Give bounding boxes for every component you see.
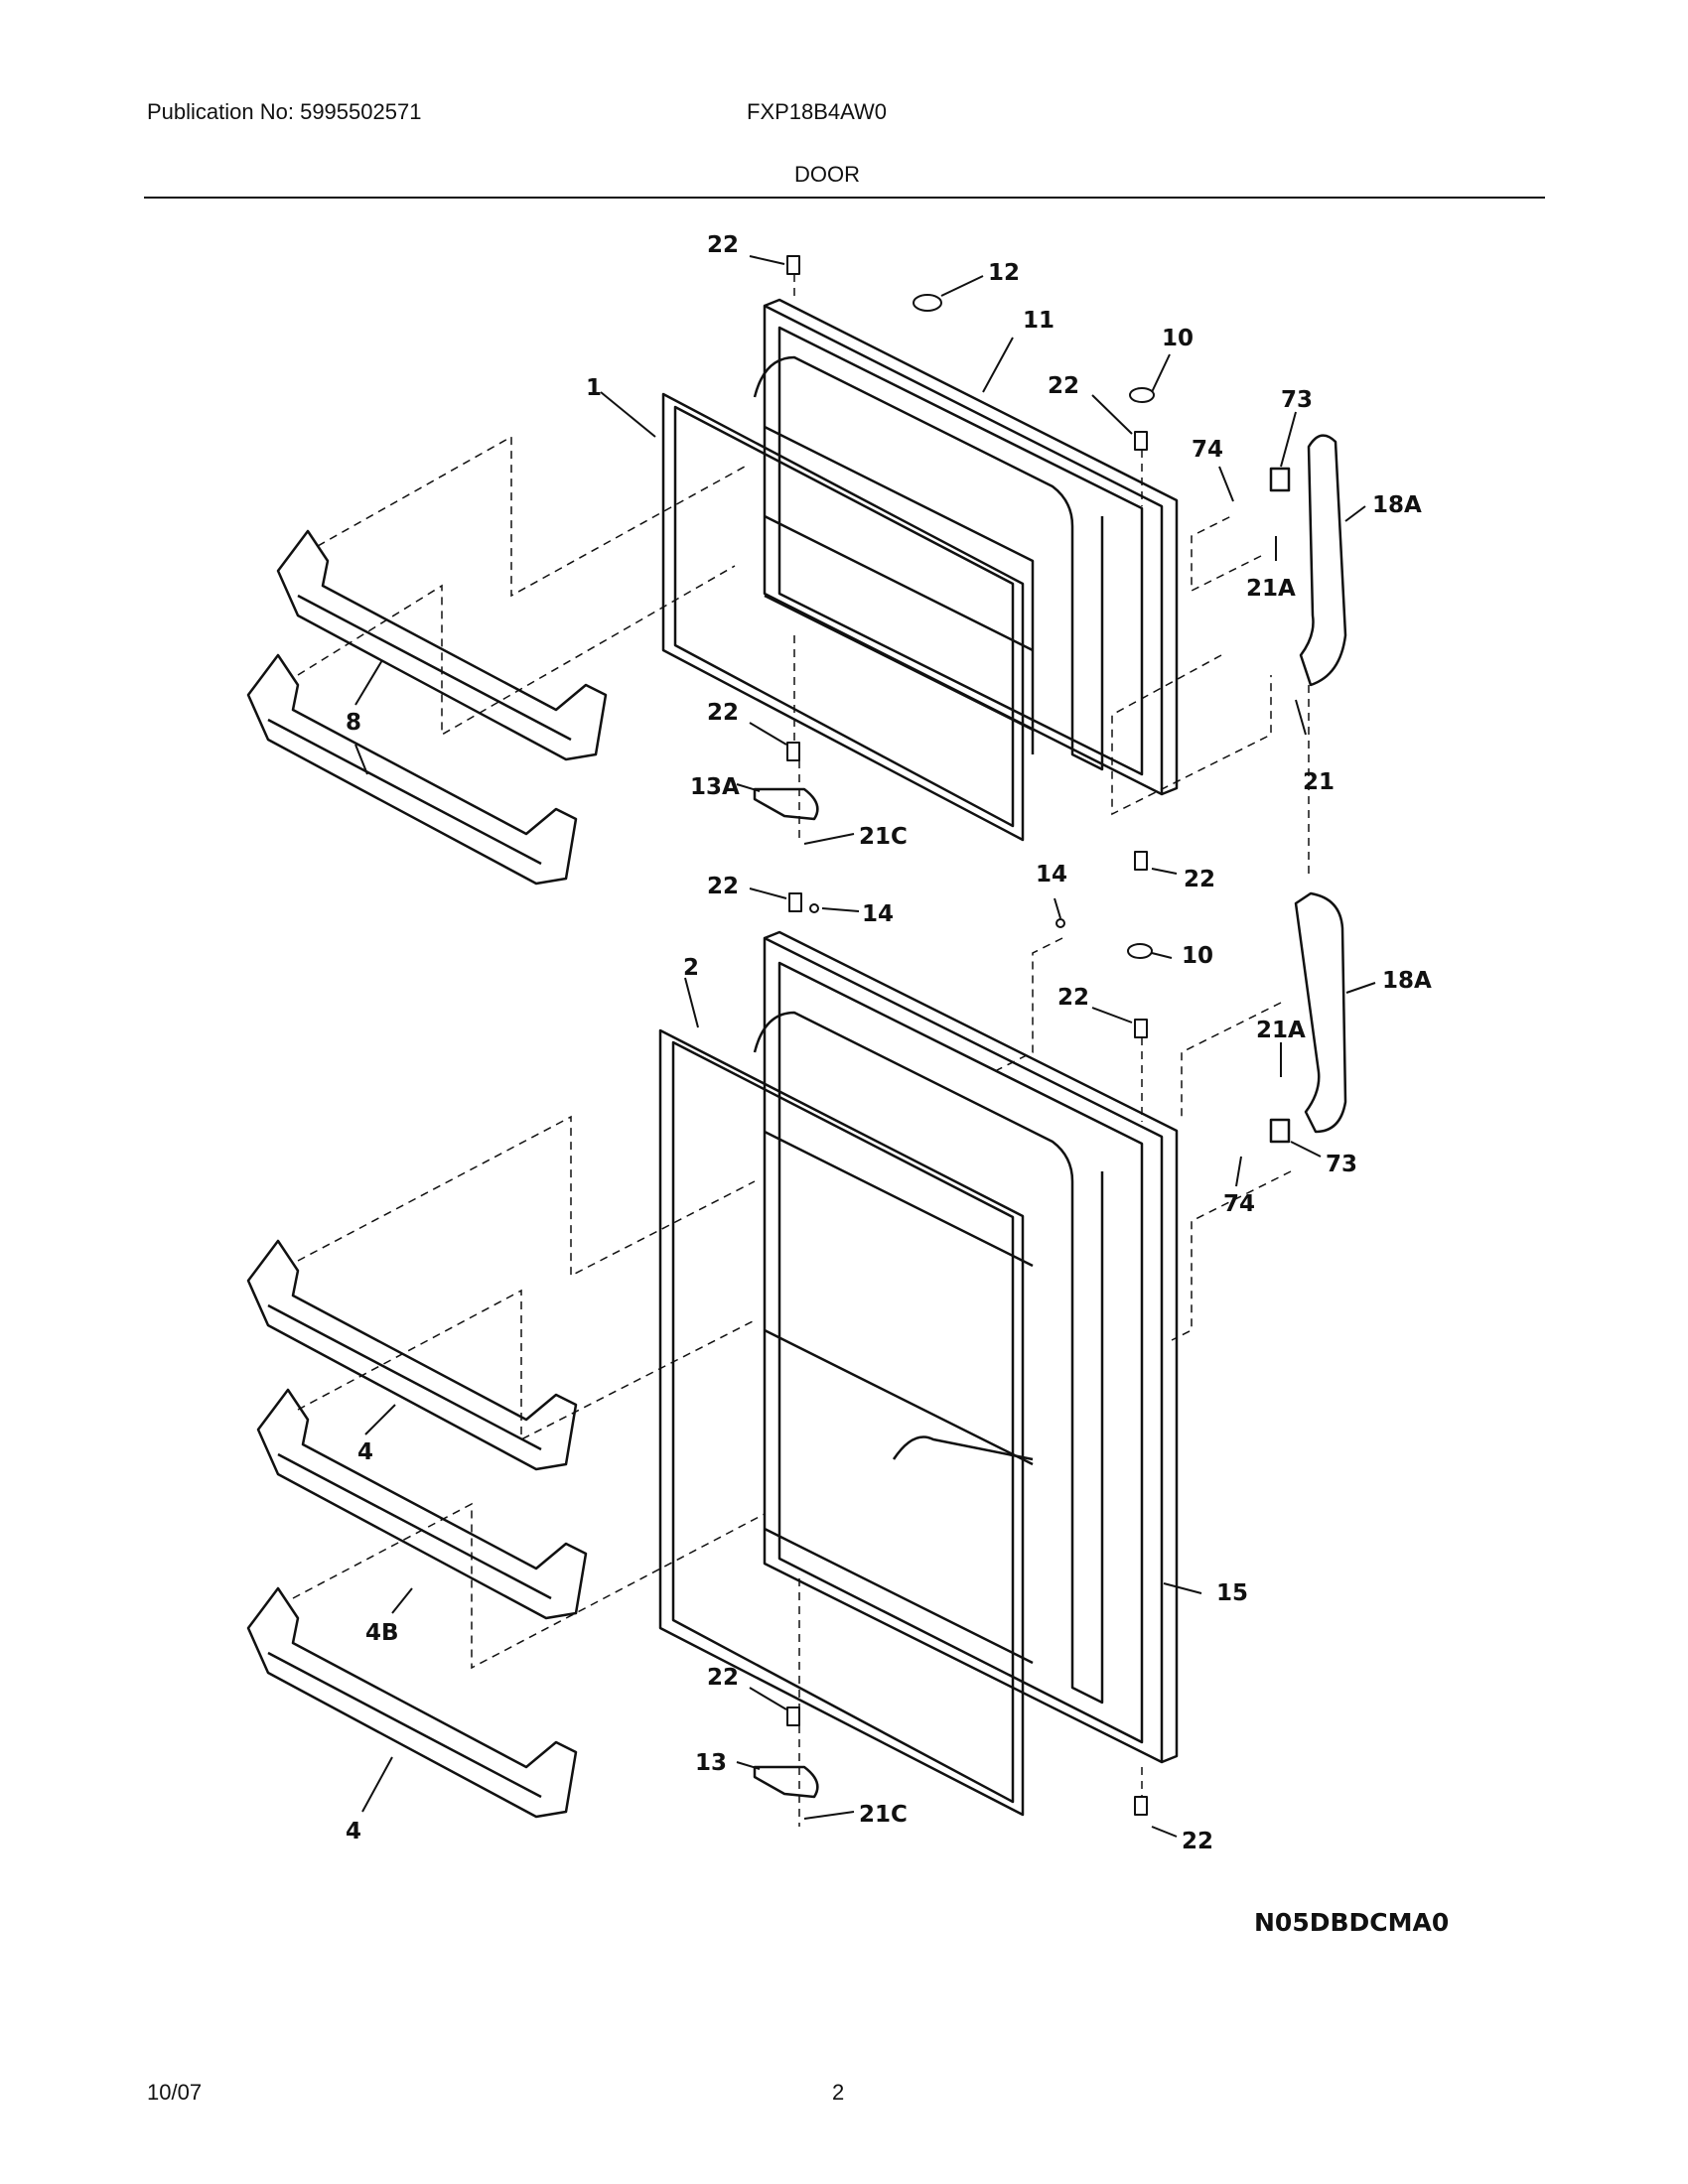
- callout-13: 13: [695, 1750, 727, 1776]
- callout-22: 22: [707, 700, 739, 726]
- callout-14: 14: [862, 901, 894, 927]
- publication-number: Publication No: 5995502571: [147, 99, 422, 124]
- freezer-door-shelf-lower: [246, 653, 578, 886]
- callout-15: 15: [1216, 1580, 1248, 1606]
- callout-22: 22: [707, 1665, 739, 1691]
- callout-21a: 21A: [1246, 576, 1296, 602]
- callout-22: 22: [1057, 985, 1089, 1011]
- callout-22: 22: [1184, 867, 1215, 892]
- header-rule: [144, 197, 1545, 199]
- callout-21c: 21C: [859, 824, 908, 850]
- fresh-food-door-shelf-top: [246, 1239, 578, 1471]
- hinge-13: [753, 1765, 819, 1799]
- freezer-handle-cap-73: [1269, 467, 1291, 492]
- hinge-13a: [753, 787, 819, 821]
- callout-22: 22: [1182, 1829, 1213, 1854]
- callout-74: 74: [1192, 437, 1223, 463]
- callout-73: 73: [1281, 387, 1313, 413]
- freezer-door-shelf-upper: [276, 529, 608, 761]
- screws: [786, 255, 1155, 1816]
- model-number: FXP18B4AW0: [747, 99, 888, 124]
- callout-10: 10: [1182, 943, 1213, 969]
- callout-8: 8: [346, 710, 361, 736]
- callout-18a: 18A: [1382, 968, 1432, 994]
- fresh-food-door-shelf-middle: [256, 1388, 588, 1620]
- leader-lines: [354, 255, 1376, 1838]
- assembly-lines: [292, 274, 1310, 1827]
- callout-11: 11: [1023, 308, 1055, 334]
- freezer-door-gasket: [661, 392, 1025, 842]
- freezer-handle: [1299, 434, 1347, 687]
- fresh-food-handle-cap-73: [1269, 1118, 1291, 1144]
- callout-21a: 21A: [1256, 1018, 1306, 1043]
- callout-4b: 4B: [365, 1620, 399, 1646]
- callout-12: 12: [988, 260, 1020, 286]
- callout-74: 74: [1223, 1191, 1255, 1217]
- fresh-food-door-shelf-bottom: [246, 1586, 578, 1819]
- fresh-food-door-gasket: [658, 1028, 1025, 1817]
- fresh-food-door-panel: [753, 930, 1179, 1764]
- callout-1: 1: [586, 375, 602, 401]
- callout-2: 2: [683, 955, 699, 981]
- callout-73: 73: [1326, 1152, 1357, 1177]
- callout-21c: 21C: [859, 1802, 908, 1828]
- page-number: 2: [832, 2080, 845, 2105]
- callout-21: 21: [1303, 769, 1335, 795]
- callout-4: 4: [357, 1439, 373, 1465]
- callout-22: 22: [707, 874, 739, 899]
- freezer-door-panel: [753, 298, 1179, 796]
- section-title: DOOR: [794, 162, 860, 187]
- callout-13a: 13A: [690, 774, 740, 800]
- publication-date: 10/07: [147, 2080, 203, 2105]
- diagram-code: N05DBDCMA0: [1254, 1908, 1449, 1937]
- callout-22: 22: [1048, 373, 1079, 399]
- callout-labels: 22 12 11 10 22 73 74 18A 21A 1 8 22 13A …: [346, 232, 1449, 1937]
- callout-10: 10: [1162, 326, 1194, 351]
- fresh-food-handle: [1294, 891, 1347, 1134]
- callout-22: 22: [707, 232, 739, 258]
- callout-14: 14: [1036, 862, 1067, 887]
- callout-18a: 18A: [1372, 492, 1422, 518]
- callout-4: 4: [346, 1819, 361, 1844]
